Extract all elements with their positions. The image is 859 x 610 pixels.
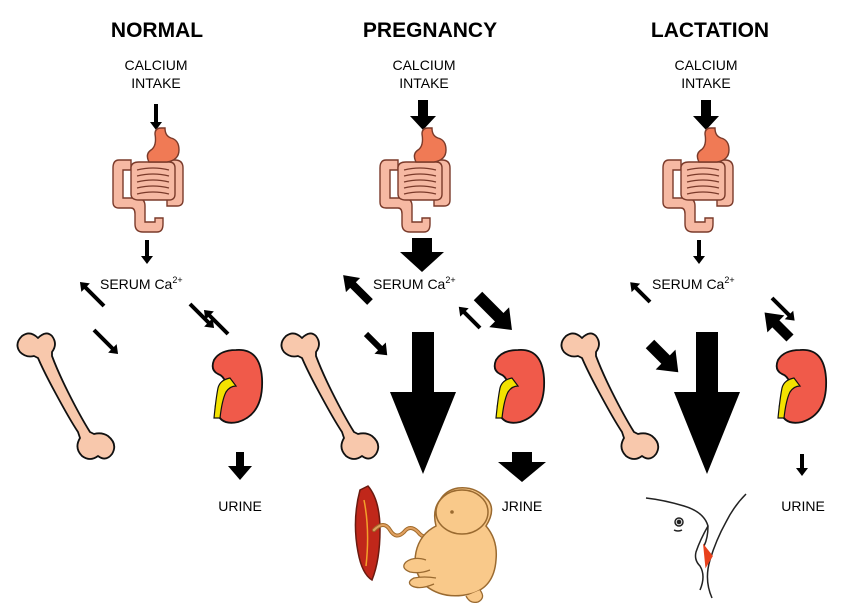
serum-label-normal: SERUM Ca2+ [100,275,183,292]
arrow-gut-to-serum-pregnancy [400,238,444,272]
heading-pregnancy: PREGNANCY [363,19,497,42]
intestine-icon [662,127,734,233]
serum-sup-lactation: 2+ [724,275,734,285]
intake-label-pregnancy-line1: CALCIUM [392,57,455,73]
arrows-serum-bone-lactation [630,282,679,373]
urine-label-pregnancy: JRINE [502,498,542,514]
arrows-serum-bone-pregnancy [343,275,388,356]
serum-text-normal: SERUM Ca [100,276,173,292]
fetus-icon [354,485,498,604]
serum-sup-pregnancy: 2+ [445,275,455,285]
serum-text-lactation: SERUM Ca [652,276,725,292]
urine-label-lactation: URINE [781,498,825,514]
arrow-kidney-to-urine-lactation [796,454,808,476]
arrow-intake-to-gut-pregnancy [410,100,436,130]
kidney-icon [211,348,264,424]
arrow-kidney-to-urine-pregnancy [498,452,546,482]
intake-label-pregnancy-line2: INTAKE [399,75,449,91]
arrows-serum-kidney-lactation [764,296,795,342]
bone-icon [560,332,660,460]
bone-icon [280,332,380,460]
urine-label-normal: URINE [218,498,262,514]
arrow-serum-to-fetus [390,332,456,474]
arrow-serum-to-infant [674,332,740,474]
arrow-intake-to-gut-normal [150,104,162,130]
kidney-icon [775,348,828,424]
arrow-intake-to-gut-lactation [693,100,719,130]
intake-label-normal-line1: CALCIUM [124,57,187,73]
arrows-serum-kidney-pregnancy [458,291,512,330]
kidney-icon [493,348,546,424]
arrow-gut-to-serum-lactation [693,240,705,264]
serum-text-pregnancy: SERUM Ca [373,276,446,292]
panel-pregnancy: PREGNANCY CALCIUM INTAKE SERUM Ca2+ JRIN… [280,19,546,604]
panel-lactation: LACTATION CALCIUM INTAKE SERUM Ca2+ URIN… [560,19,828,599]
intake-label-normal-line2: INTAKE [131,75,181,91]
arrow-kidney-to-urine-normal [228,452,252,480]
breastfeeding-icon [645,493,747,599]
heading-normal: NORMAL [111,19,203,42]
panel-normal: NORMAL CALCIUM INTAKE SERUM Ca2+ URINE [16,19,264,514]
arrow-gut-to-serum-normal [141,240,153,264]
heading-lactation: LACTATION [651,19,769,42]
serum-sup-normal: 2+ [172,275,182,285]
intake-label-lactation-line1: CALCIUM [674,57,737,73]
intestine-icon [112,127,184,233]
intestine-icon [379,127,451,233]
serum-label-lactation: SERUM Ca2+ [652,275,735,292]
bone-icon [16,332,116,460]
serum-label-pregnancy: SERUM Ca2+ [373,275,456,292]
arrows-serum-kidney-normal [188,302,230,336]
intake-label-lactation-line2: INTAKE [681,75,731,91]
arrows-serum-bone-normal [79,281,119,355]
